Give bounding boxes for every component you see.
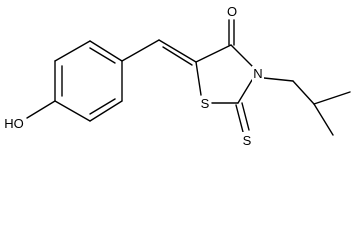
sulfur-thione-label: S [243, 133, 252, 148]
ring-bond-c1-c2 [89, 40, 123, 62]
hydroxyl-label: HO [4, 116, 24, 131]
nitrogen-label: N [253, 66, 262, 81]
thione-double-bond-1 [235, 104, 244, 133]
atom-label-oxygen-carbonyl: O [226, 3, 238, 19]
ring-bond-c4-c5 [54, 100, 91, 122]
hydroxyl-bond [26, 100, 56, 119]
ring-inner-double-1 [89, 47, 116, 64]
ch-to-methyl-down-bond [313, 103, 334, 136]
ring-bond-n3-c2 [237, 79, 253, 104]
atom-label-sulfur-ring: S [199, 96, 211, 112]
thione-double-bond-2 [241, 102, 250, 131]
methylidene-linker [121, 39, 197, 66]
thiazolidine-ring [195, 44, 253, 104]
molecule-structure-diagram: O N S S HO [2, 3, 351, 148]
exocyclic-double-bond-outer [158, 39, 197, 63]
carbonyl-group [228, 19, 235, 46]
ch2-to-ch-bond [292, 80, 315, 105]
ch-to-methyl-up-bond [313, 91, 351, 105]
ring-bond-c5-c6 [89, 100, 123, 122]
sulfur-ring-label: S [201, 96, 210, 111]
ring-bond-c2-c3 [54, 40, 91, 62]
isobutyl-chain [263, 77, 351, 136]
thione-group [235, 102, 250, 133]
atom-label-sulfur-thione: S [241, 132, 253, 148]
atom-label-nitrogen: N [252, 66, 264, 82]
ring-bond-s1-c5 [195, 61, 202, 96]
ring-inner-double-3 [89, 98, 116, 115]
atom-label-hydroxyl: HO [2, 115, 26, 131]
ring-bond-c4-n3 [230, 44, 253, 67]
aryl-to-methine-bond [121, 39, 160, 62]
ring-bond-c5-c4 [195, 44, 232, 63]
oxygen-carbonyl-label: O [227, 4, 237, 19]
exocyclic-double-bond-inner [162, 46, 193, 66]
phenol-ring [54, 40, 123, 122]
n-to-ch2-bond [263, 77, 294, 82]
